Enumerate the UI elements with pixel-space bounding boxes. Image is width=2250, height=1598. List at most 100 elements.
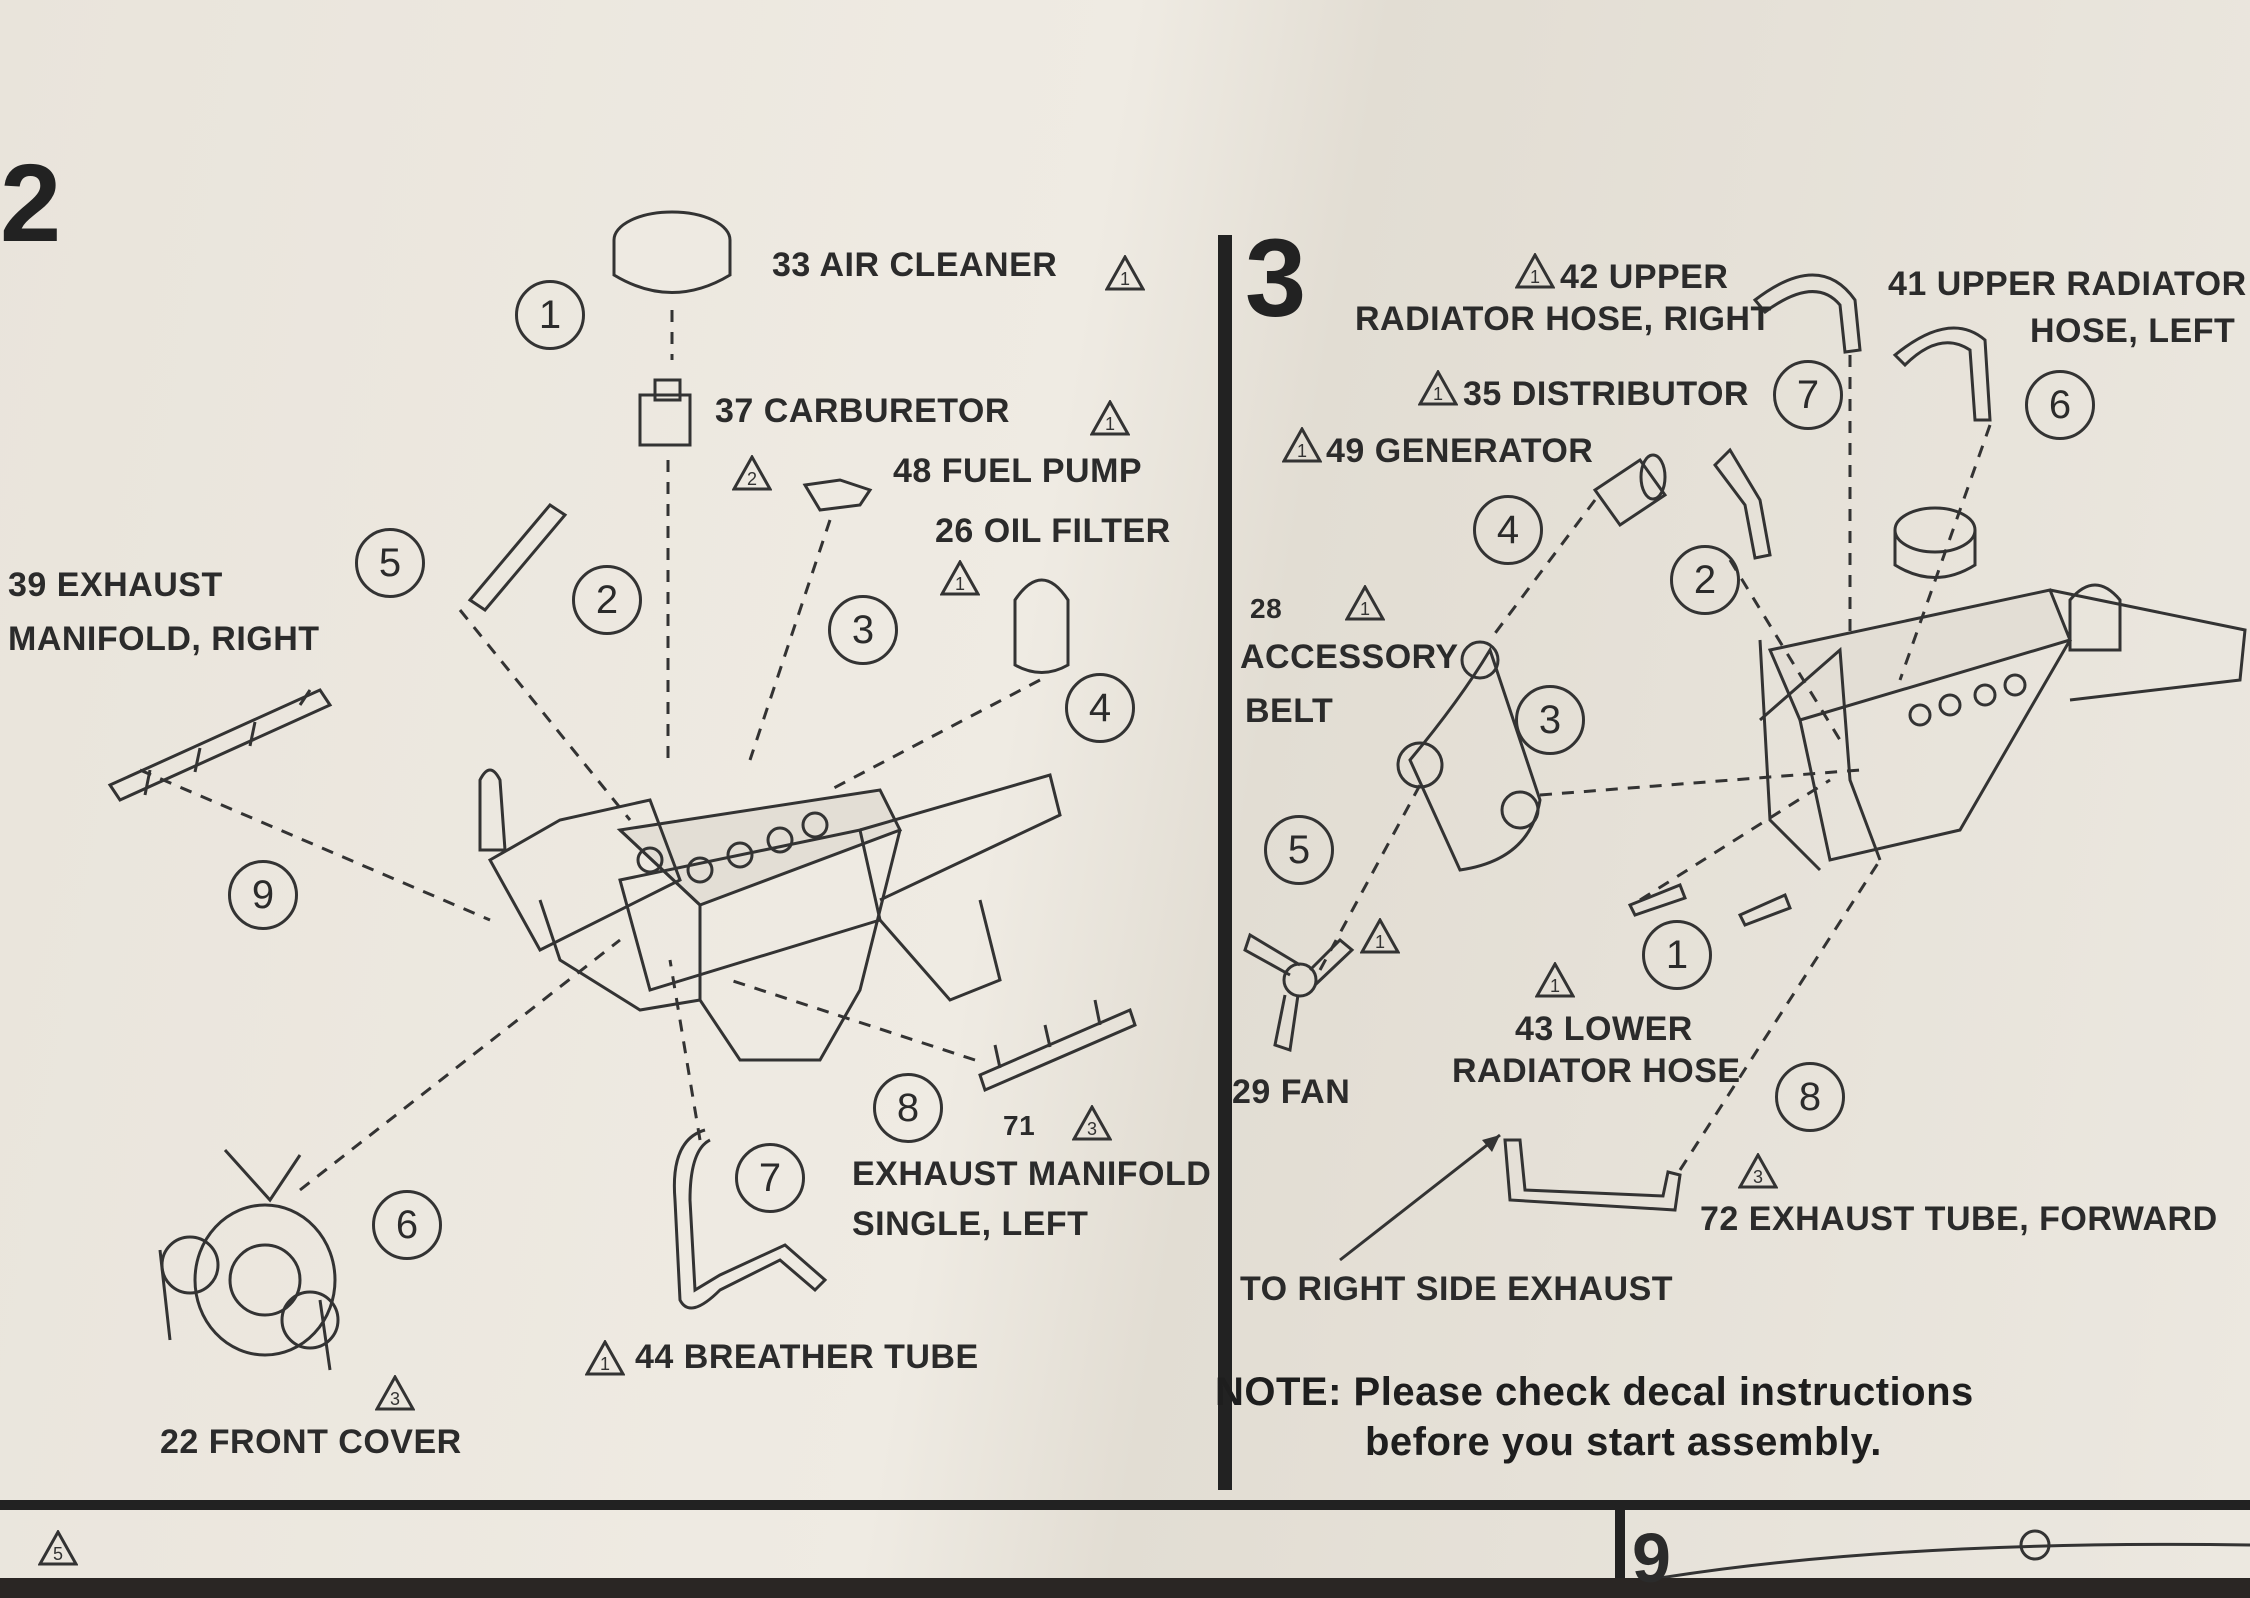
warning-triangle-icon: 1 [585,1340,625,1376]
step2-callout-5: 5 [355,528,425,598]
label-right-side-exhaust: TO RIGHT SIDE EXHAUST [1240,1270,1674,1308]
step3-callout-7: 7 [1773,360,1843,430]
label-exhaust-manifold-right-1: 39 EXHAUST [8,566,223,604]
warning-number: 1 [1433,384,1443,404]
upper-radiator-hose-left-part [1892,326,1992,422]
exhaust-tube-forward-part [1503,1138,1682,1212]
warning-triangle-icon: 1 [1105,255,1145,291]
warning-triangle-icon: 2 [732,455,772,491]
warning-triangle-icon: 3 [1738,1153,1778,1189]
warning-triangle-icon: 1 [1360,918,1400,954]
exhaust-manifold-left-part [978,999,1137,1093]
warning-number: 1 [1360,599,1370,619]
label-breather-tube: 44 BREATHER TUBE [635,1338,979,1376]
warning-triangle-icon: 5 [38,1530,78,1566]
step2-engine-illustration [478,768,1062,1062]
label-accessory-belt-2: BELT [1245,692,1334,730]
label-air-cleaner: 33 AIR CLEANER [772,246,1058,284]
carburetor-part [638,378,692,447]
label-exhaust-manifold-left-2: SINGLE, LEFT [852,1205,1089,1243]
warning-triangle-icon: 1 [1090,400,1130,436]
warning-number: 1 [1120,269,1130,289]
label-exhaust-manifold-left-1: EXHAUST MANIFOLD [852,1155,1212,1193]
warning-number: 5 [53,1544,63,1564]
warning-triangle-icon: 3 [1072,1105,1112,1141]
warning-number: 3 [1753,1167,1763,1187]
warning-number: 1 [1550,976,1560,996]
step3-callout-3: 3 [1515,685,1585,755]
warning-number: 2 [747,469,757,489]
step3-callout-4: 4 [1473,495,1543,565]
label-accessory-belt-num: 28 [1250,593,1283,624]
warning-triangle-icon: 1 [1282,427,1322,463]
warning-number: 1 [955,574,965,594]
label-upper-hose-left-2: HOSE, LEFT [2030,312,2236,350]
step2-callout-6: 6 [372,1190,442,1260]
step2-callout-7: 7 [735,1143,805,1213]
step3-callout-2: 2 [1670,545,1740,615]
step2-callout-2: 2 [572,565,642,635]
step2-callout-8: 8 [873,1073,943,1143]
step2-callout-4: 4 [1065,673,1135,743]
step3-leader-lines [1318,355,1992,1171]
warning-triangle-icon: 1 [1535,962,1575,998]
step3-callout-5: 5 [1264,815,1334,885]
step2-callout-1: 1 [515,280,585,350]
lower-radiator-hose-part [1627,883,1792,927]
warning-number: 3 [1087,1119,1097,1139]
label-upper-hose-left-1: 41 UPPER RADIATOR [1888,265,2247,303]
warning-number: 1 [600,1354,610,1374]
label-fuel-pump: 48 FUEL PUMP [893,452,1143,490]
generator-part [1592,453,1668,528]
step2-callout-9: 9 [228,860,298,930]
label-exhaust-tube-forward: 72 EXHAUST TUBE, FORWARD [1700,1200,2218,1238]
fan-part [1243,932,1355,1052]
label-distributor: 35 DISTRIBUTOR [1463,375,1749,413]
warning-number: 3 [390,1389,400,1409]
right-side-exhaust-arrowhead [1482,1135,1500,1152]
label-lower-hose-2: RADIATOR HOSE [1452,1052,1741,1090]
upper-radiator-hose-right-part [1752,273,1862,354]
step2-leader-lines [139,310,1041,1192]
label-upper-hose-right-2: RADIATOR HOSE, RIGHT [1355,300,1772,338]
right-side-exhaust-arrow [1339,1133,1501,1262]
step3-callout-1: 1 [1642,920,1712,990]
warning-number: 1 [1530,267,1540,287]
warning-triangle-icon: 1 [1418,370,1458,406]
label-fan: 29 FAN [1232,1073,1351,1111]
warning-triangle-icon: 1 [1515,253,1555,289]
warning-triangle-icon: 1 [1345,585,1385,621]
step3-callout-6: 6 [2025,370,2095,440]
warning-triangle-icon: 1 [940,560,980,596]
label-upper-hose-right-1: 42 UPPER [1560,258,1729,296]
label-front-cover: 22 FRONT COVER [160,1423,462,1461]
warning-triangle-icon: 3 [375,1375,415,1411]
label-carburetor: 37 CARBURETOR [715,392,1010,430]
step2-number: 2 [0,142,62,265]
label-exhaust-manifold-right-2: MANIFOLD, RIGHT [8,620,320,658]
step2-callout-3: 3 [828,595,898,665]
breather-tube-part [672,1128,828,1310]
assembly-note-line1: NOTE: Please check decal instructions [1215,1370,1974,1414]
step2-dipstick-part [467,503,568,612]
front-cover-part [158,1148,340,1371]
label-generator: 49 GENERATOR [1326,432,1594,470]
label-exhaust-manifold-left-num: 71 [1003,1110,1036,1141]
step3-engine-illustration [1758,506,2247,872]
step3-callout-8: 8 [1775,1062,1845,1132]
step3-number: 3 [1245,217,1307,340]
footer-partial-diagram [1659,1529,2250,1578]
exhaust-manifold-right-part [107,688,333,802]
warning-number: 1 [1375,932,1385,952]
warning-number: 1 [1105,414,1115,434]
air-cleaner-part [612,210,732,294]
next-step-number-partial: 9 [1632,1519,1672,1597]
label-oil-filter: 26 OIL FILTER [935,512,1171,550]
distributor-part [1713,447,1772,560]
label-lower-hose-1: 43 LOWER [1515,1010,1693,1048]
assembly-note-line2: before you start assembly. [1365,1420,1882,1464]
oil-filter-part [1013,578,1070,674]
fuel-pump-part [802,478,873,512]
